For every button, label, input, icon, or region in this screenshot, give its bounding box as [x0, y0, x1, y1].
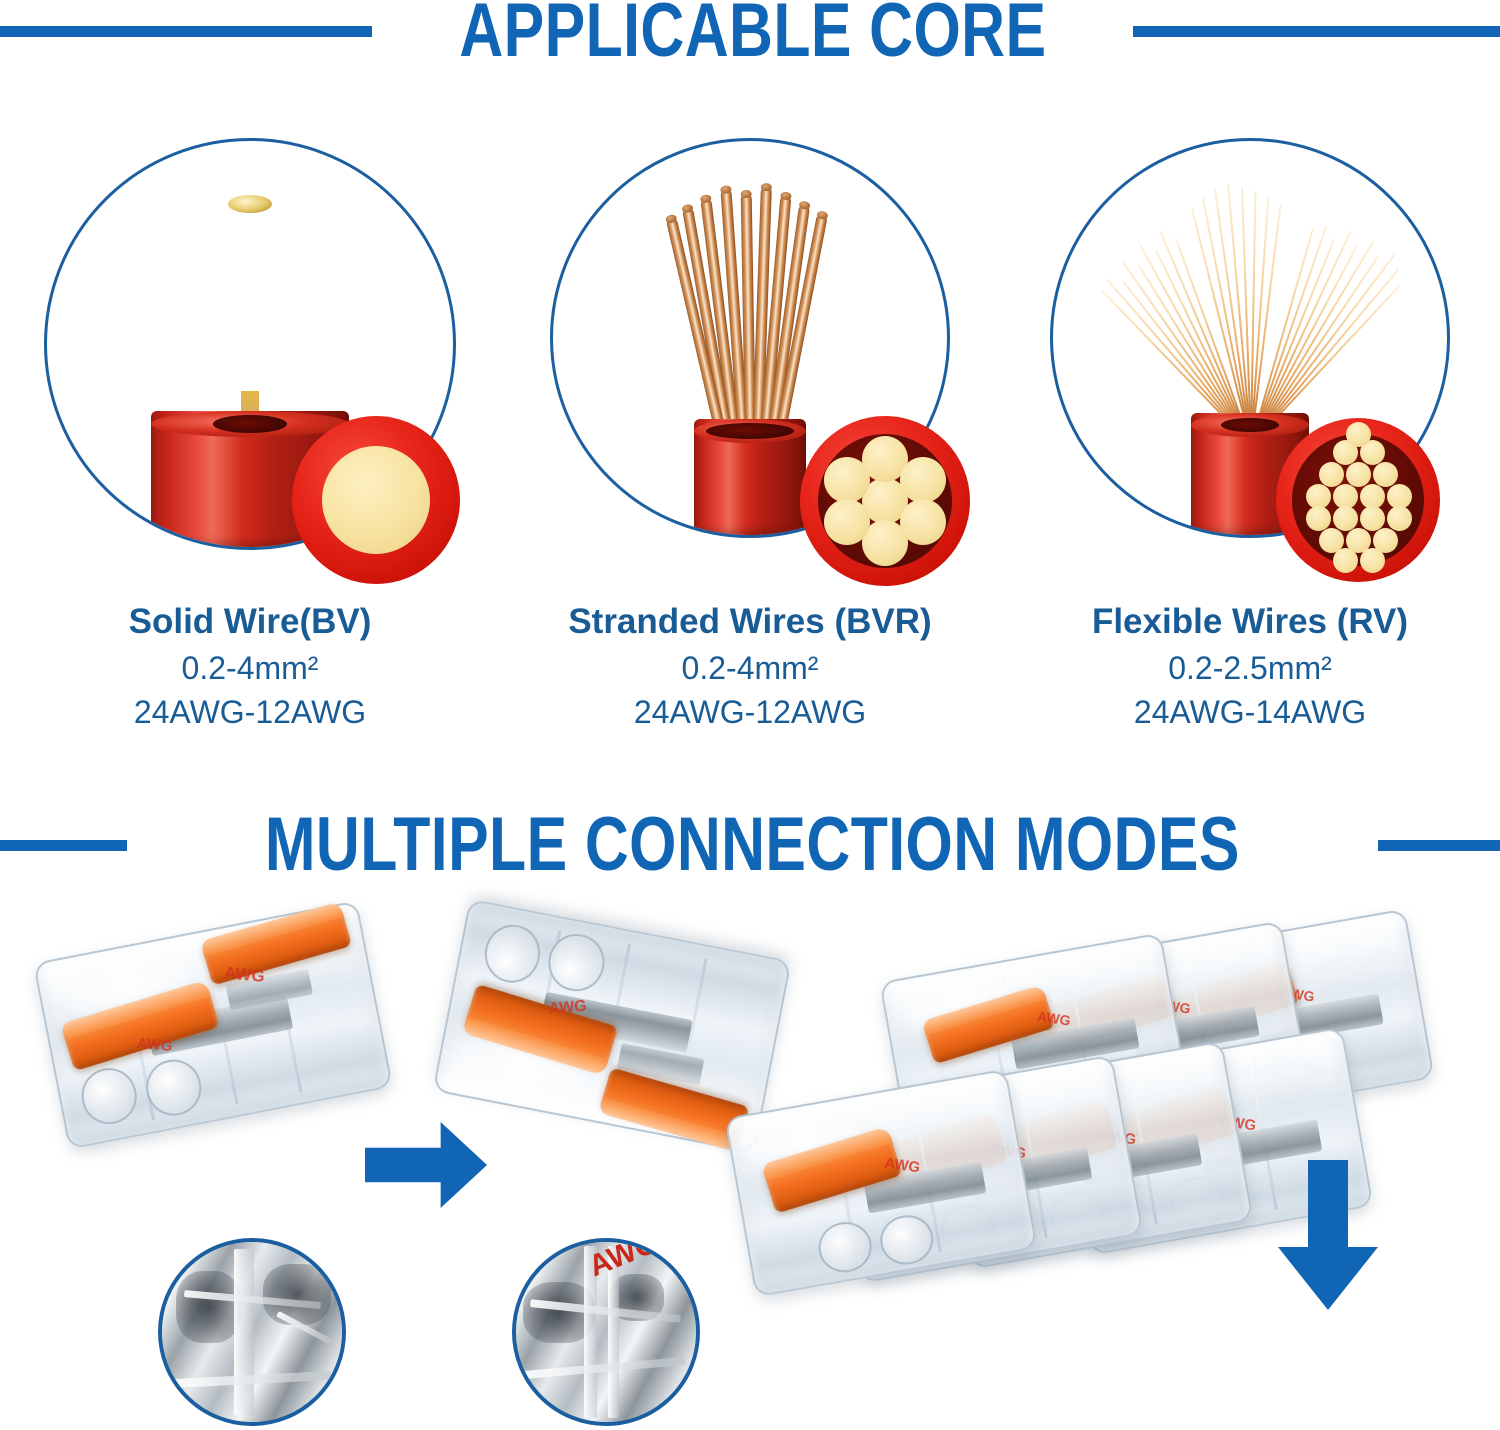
section-heading-text: APPLICABLE CORE: [458, 0, 1047, 73]
transition-arrow-right: [365, 1122, 487, 1208]
insulation-jacket: [694, 419, 806, 535]
solid-wire-cross-section: [292, 416, 460, 584]
wire-type-awg-range: 24AWG-14AWG: [1133, 694, 1367, 730]
wire-type-label-solid: Solid Wire(BV) 0.2-4mm² 24AWG-12AWG: [0, 598, 500, 734]
jacket-bore: [1221, 418, 1279, 432]
macro-inset-clip-closed: AWG: [512, 1238, 700, 1426]
flexible-conductor-bundle: [1100, 183, 1401, 446]
applicable-core-card-row: Solid Wire(BV) 0.2-4mm² 24AWG-12AWG: [0, 130, 1500, 750]
wire-type-label-flexible: Flexible Wires (RV) 0.2-2.5mm² 24AWG-14A…: [1000, 598, 1500, 734]
section-heading-applicable-core: APPLICABLE CORE: [0, 0, 1500, 73]
jacket-bore: [706, 423, 794, 439]
stacked-lever-connector-bank: AWG AWG AWG: [724, 908, 1435, 1340]
inline-lever-connector-front: AWG AWG: [32, 900, 394, 1150]
cross-section-strand: [824, 499, 870, 545]
wire-type-title: Stranded Wires (BVR): [568, 602, 932, 641]
wire-type-awg-range: 24AWG-12AWG: [633, 694, 867, 730]
solid-conductor: [228, 195, 272, 429]
heading-rule-left: [0, 25, 372, 37]
section-heading-connection-modes: MULTIPLE CONNECTION MODES: [0, 805, 1500, 885]
solid-conductor-tip: [228, 195, 272, 213]
wire-type-card-stranded: Stranded Wires (BVR) 0.2-4mm² 24AWG-12AW…: [500, 130, 1000, 750]
cross-section-conductor: [322, 446, 430, 554]
wire-type-area-range: 0.2-4mm²: [181, 650, 319, 686]
wire-type-label-stranded: Stranded Wires (BVR) 0.2-4mm² 24AWG-12AW…: [500, 598, 1000, 734]
wire-type-area-range: 0.2-2.5mm²: [1168, 650, 1332, 686]
wire-type-area-range: 0.2-4mm²: [681, 650, 819, 686]
stranded-wire-cross-section: [800, 416, 970, 586]
wire-type-title: Flexible Wires (RV): [1091, 602, 1409, 641]
connection-modes-stage: AWG AWG AWG: [0, 898, 1500, 1430]
heading-rule-right: [1133, 25, 1500, 37]
stranded-conductor-bundle: [664, 182, 829, 443]
wire-type-awg-range: 24AWG-12AWG: [133, 694, 367, 730]
section-heading-text: MULTIPLE CONNECTION MODES: [265, 802, 1240, 887]
macro-inset-clip-open: [158, 1238, 346, 1426]
flexible-wire-cross-section: [1276, 418, 1440, 582]
cross-section-strand: [824, 457, 870, 503]
jacket-bore: [213, 415, 287, 433]
wire-type-title: Solid Wire(BV): [128, 602, 372, 641]
wire-type-card-solid: Solid Wire(BV) 0.2-4mm² 24AWG-12AWG: [0, 130, 500, 750]
cross-section-strand: [900, 499, 946, 545]
cross-section-strand: [900, 457, 946, 503]
heading-rule-right: [1377, 839, 1500, 851]
wire-type-card-flexible: Flexible Wires (RV) 0.2-2.5mm² 24AWG-14A…: [1000, 130, 1500, 750]
heading-rule-left: [0, 839, 128, 851]
